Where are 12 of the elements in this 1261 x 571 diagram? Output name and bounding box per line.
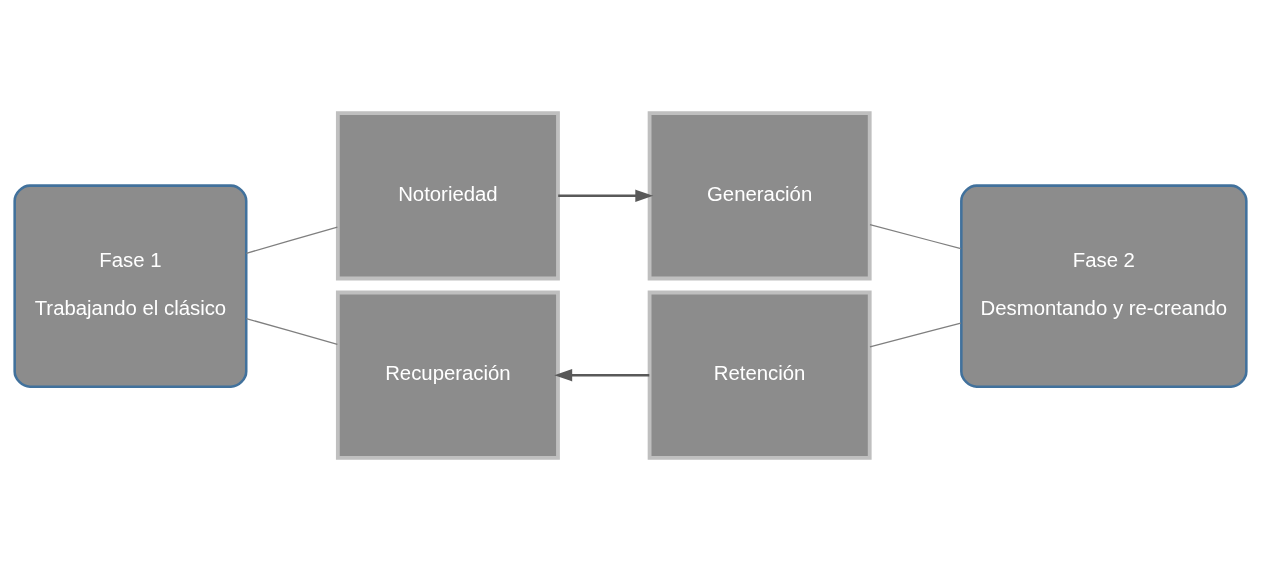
connector xyxy=(245,317,339,345)
node-box: Fase 2 Desmontando y re-creando xyxy=(960,184,1248,388)
connector xyxy=(869,224,962,250)
node-box: Fase 1 Trabajando el clásico xyxy=(13,184,248,388)
connector xyxy=(869,322,962,348)
arrow xyxy=(554,368,650,382)
node-box: Retención xyxy=(647,290,872,460)
connector xyxy=(245,226,339,254)
node-box: Notoriedad xyxy=(335,111,560,281)
node-box: Generación xyxy=(647,111,872,281)
arrow xyxy=(558,189,654,203)
node-box: Recuperación xyxy=(335,290,560,460)
